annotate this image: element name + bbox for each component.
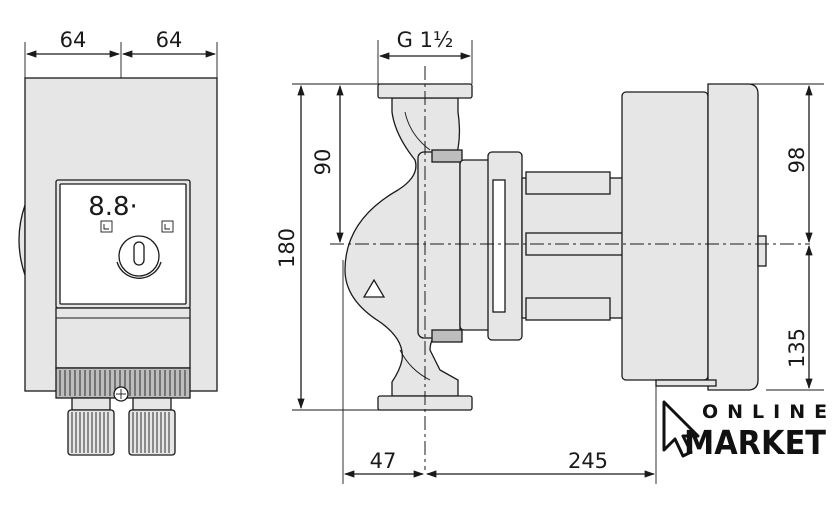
front-width-dimension: 64 64 (24, 28, 218, 82)
cable-gland-left (67, 397, 115, 456)
display-readout: 8.8· (88, 192, 138, 222)
motor-rib-top (525, 171, 611, 195)
front-motor-side-bulge (18, 204, 26, 276)
grounding-screw-icon (113, 386, 129, 402)
front-left-width-label: 64 (60, 28, 87, 52)
online-market-logo: ONLINE MARKET (662, 400, 836, 462)
mode-right-icon (161, 220, 174, 233)
flow-direction-icon (362, 278, 386, 298)
motor-depth-label: 245 (568, 449, 608, 473)
motor-height-dimensions: 98 135 (748, 83, 824, 391)
plug-connector (757, 235, 767, 267)
control-knob[interactable] (116, 235, 162, 279)
terminal-ribs (59, 370, 186, 396)
total-height-label: 180 (275, 228, 299, 268)
motor-below-axis-label: 135 (785, 328, 809, 368)
front-view: 64 64 8.8· (18, 28, 218, 456)
logo-line1: ONLINE (702, 401, 836, 423)
motor-rib-bottom (525, 297, 611, 321)
flange-axis-label: 90 (311, 149, 335, 176)
motor-flange-inner (417, 151, 461, 339)
electronics-cover (707, 83, 759, 391)
thread-label: G 1½ (397, 28, 454, 52)
electronics-housing (621, 91, 709, 381)
side-view: G 1½ 1 (275, 28, 824, 484)
thread-dimension: G 1½ (377, 28, 473, 84)
logo-line2: MARKET (684, 423, 826, 462)
total-height-dimension: 180 (275, 83, 380, 411)
cable-gland-right (128, 397, 176, 456)
cursor-icon (662, 400, 700, 458)
motor-above-axis-label: 98 (785, 147, 809, 174)
flange-axis-dimension: 90 (311, 84, 344, 244)
axis-offset-label: 47 (370, 449, 397, 473)
mode-left-icon (100, 220, 113, 233)
horizontal-dimensions: 47 245 (342, 260, 657, 484)
front-right-width-label: 64 (156, 28, 183, 52)
terminal-box (55, 307, 191, 369)
